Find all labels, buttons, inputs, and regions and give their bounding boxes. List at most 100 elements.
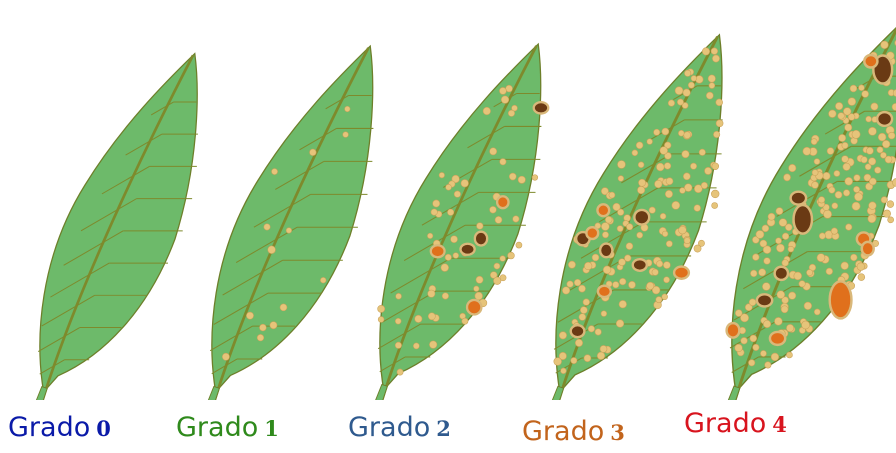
rust-spot — [688, 82, 694, 88]
rust-spot — [592, 254, 599, 261]
rust-lesion — [467, 300, 481, 315]
rust-spot — [638, 179, 645, 186]
rust-spot — [413, 343, 419, 349]
rust-lesion — [864, 55, 877, 68]
rust-lesion — [634, 210, 649, 225]
rust-spot — [656, 297, 662, 303]
rust-spot — [613, 282, 619, 288]
rust-spot — [632, 150, 638, 156]
rust-spot — [660, 147, 668, 155]
rust-spot — [712, 55, 719, 62]
rust-spot — [501, 96, 509, 104]
rust-spot — [600, 345, 607, 352]
rust-spot — [774, 317, 782, 325]
rust-spot — [286, 228, 292, 234]
rust-spot — [823, 210, 831, 218]
rust-spot — [451, 236, 458, 243]
rust-spot — [509, 173, 516, 180]
rust-spot — [675, 87, 683, 95]
grade-number-4: 4 — [772, 412, 787, 437]
rust-spot — [636, 142, 643, 149]
rust-spot — [637, 186, 644, 193]
rust-spot — [818, 197, 824, 203]
rust-spot — [735, 344, 743, 352]
rust-spot — [760, 350, 766, 356]
rust-spot — [711, 48, 718, 55]
rust-spot — [499, 87, 506, 94]
rust-lesion — [633, 259, 647, 271]
rust-spot — [583, 299, 590, 306]
rust-spot — [378, 305, 385, 312]
rust-spot — [613, 203, 620, 210]
rust-spot — [684, 132, 691, 139]
rust-spot — [866, 147, 873, 154]
rust-spot — [428, 313, 435, 320]
rust-spot — [777, 291, 785, 299]
rust-spot — [462, 318, 468, 324]
rust-lesion — [598, 286, 611, 297]
rust-spot — [702, 48, 709, 55]
rust-spot — [665, 190, 672, 197]
rust-spot — [811, 139, 817, 145]
rust-spot — [806, 270, 812, 276]
rust-lesion — [830, 281, 852, 318]
rust-spot — [881, 197, 887, 203]
rust-spot — [415, 315, 422, 322]
rust-spot — [712, 202, 718, 208]
rust-spot — [826, 268, 833, 275]
rust-spot — [784, 174, 791, 181]
rust-spot — [765, 362, 771, 368]
rust-spot — [579, 285, 586, 292]
rust-spot — [852, 202, 860, 210]
rust-spot — [869, 178, 876, 185]
rust-spot — [708, 75, 715, 82]
rust-spot — [584, 355, 591, 362]
rust-spot — [859, 85, 865, 91]
rust-lesion — [674, 267, 689, 279]
rust-spot — [684, 70, 690, 76]
rust-spot — [845, 124, 852, 131]
rust-spot — [887, 201, 894, 208]
rust-spot — [776, 238, 782, 244]
rust-spot — [490, 206, 497, 213]
rust-spot — [704, 167, 711, 174]
rust-spot — [561, 368, 567, 374]
rust-spot — [442, 293, 448, 299]
rust-spot — [683, 89, 690, 96]
rust-spot — [559, 332, 566, 339]
rust-lesion — [727, 323, 740, 338]
rust-spot — [781, 306, 788, 313]
rust-spot — [532, 175, 538, 181]
rust-spot — [850, 85, 857, 92]
rust-spot — [827, 148, 834, 155]
rust-spot — [445, 254, 451, 260]
rust-spot — [477, 223, 484, 230]
rust-spot — [395, 342, 401, 348]
leaf-severity-scale — [0, 0, 896, 400]
rust-spot — [762, 283, 770, 291]
rust-spot — [750, 335, 757, 342]
rust-spot — [804, 302, 812, 310]
rust-spot — [843, 108, 851, 116]
rust-spot — [694, 245, 701, 252]
rust-spot — [706, 92, 713, 99]
rust-spot — [429, 341, 437, 349]
rust-spot — [270, 322, 277, 329]
rust-spot — [684, 237, 690, 243]
rust-spot — [395, 318, 401, 324]
rust-lesion — [534, 102, 549, 113]
grade-label-2: Grado2 — [348, 408, 451, 448]
leaf-4 — [726, 24, 896, 400]
rust-spot — [647, 282, 654, 289]
rust-spot — [602, 232, 608, 238]
rust-spot — [447, 209, 453, 215]
rust-spot — [854, 193, 862, 201]
rust-spot — [683, 173, 690, 180]
rust-lesion — [461, 244, 475, 255]
rust-spot — [786, 352, 792, 358]
rust-spot — [771, 353, 779, 361]
rust-spot — [562, 287, 569, 294]
rust-spot — [246, 312, 253, 319]
rust-spot — [678, 130, 684, 136]
rust-spot — [280, 304, 287, 311]
